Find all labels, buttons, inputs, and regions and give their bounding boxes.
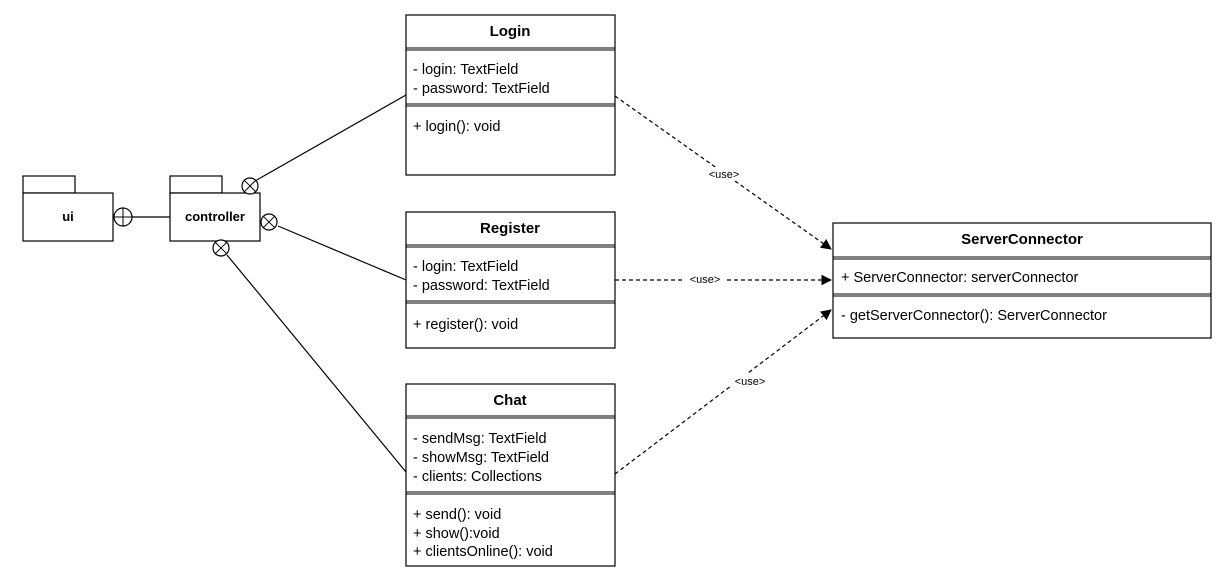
class-server-connector[interactable]: ServerConnector + ServerConnector: serve… [832,222,1212,339]
class-chat-box [405,383,616,567]
class-chat-operation: + send(): void [413,507,501,523]
class-register-attribute: - login: TextField [413,259,518,275]
class-login-name: Login [490,23,531,40]
class-login-operation: + login(): void [413,119,500,135]
containment-symbol-ui [113,207,133,227]
class-login-attribute: - login: TextField [413,62,518,78]
package-controller-body [169,192,261,242]
register-use-label: <use> [690,274,721,286]
controller-login-link [254,94,407,182]
controller-chat-link [226,254,407,473]
package-ui-body [22,192,114,242]
containment-symbol-login [241,177,259,195]
class-register-name: Register [480,220,540,237]
class-server-connector-attribute: + ServerConnector: serverConnector [841,270,1079,286]
login-server-dependency [614,95,832,250]
class-chat-attribute: - showMsg: TextField [413,450,549,466]
class-chat-name: Chat [493,392,526,409]
class-chat-operation: + clientsOnline(): void [413,544,553,560]
package-ui[interactable]: ui [22,175,114,242]
class-chat-operation: + show():void [413,526,500,542]
package-controller-name: controller [185,209,245,224]
containment-symbol-chat [212,239,230,257]
class-register[interactable]: Register - login: TextField - password: … [405,211,616,349]
package-controller-tab [169,175,223,194]
class-register-attribute: - password: TextField [413,278,550,294]
containment-connectors [132,94,407,473]
package-ui-tab [22,175,76,194]
chat-server-dependency [614,309,832,475]
class-server-connector-name: ServerConnector [961,231,1083,248]
class-chat-attribute: - clients: Collections [413,469,542,485]
dependency-arrows: <use> <use> <use> [614,95,833,475]
class-register-box [405,211,616,349]
class-login-attribute: - password: TextField [413,81,550,97]
containment-symbol-register [260,213,278,231]
package-ui-name: ui [62,209,74,224]
class-chat[interactable]: Chat - sendMsg: TextField - showMsg: Tex… [405,383,616,567]
class-server-connector-operation: - getServerConnector(): ServerConnector [841,308,1107,324]
class-login[interactable]: Login - login: TextField - password: Tex… [405,14,616,176]
login-use-label: <use> [709,169,740,181]
controller-register-link [277,225,407,281]
class-login-box [405,14,616,176]
class-register-operation: + register(): void [413,317,518,333]
chat-use-label: <use> [735,376,766,388]
class-server-connector-box [832,222,1212,339]
class-chat-attribute: - sendMsg: TextField [413,431,547,447]
package-controller[interactable]: controller [169,175,261,242]
